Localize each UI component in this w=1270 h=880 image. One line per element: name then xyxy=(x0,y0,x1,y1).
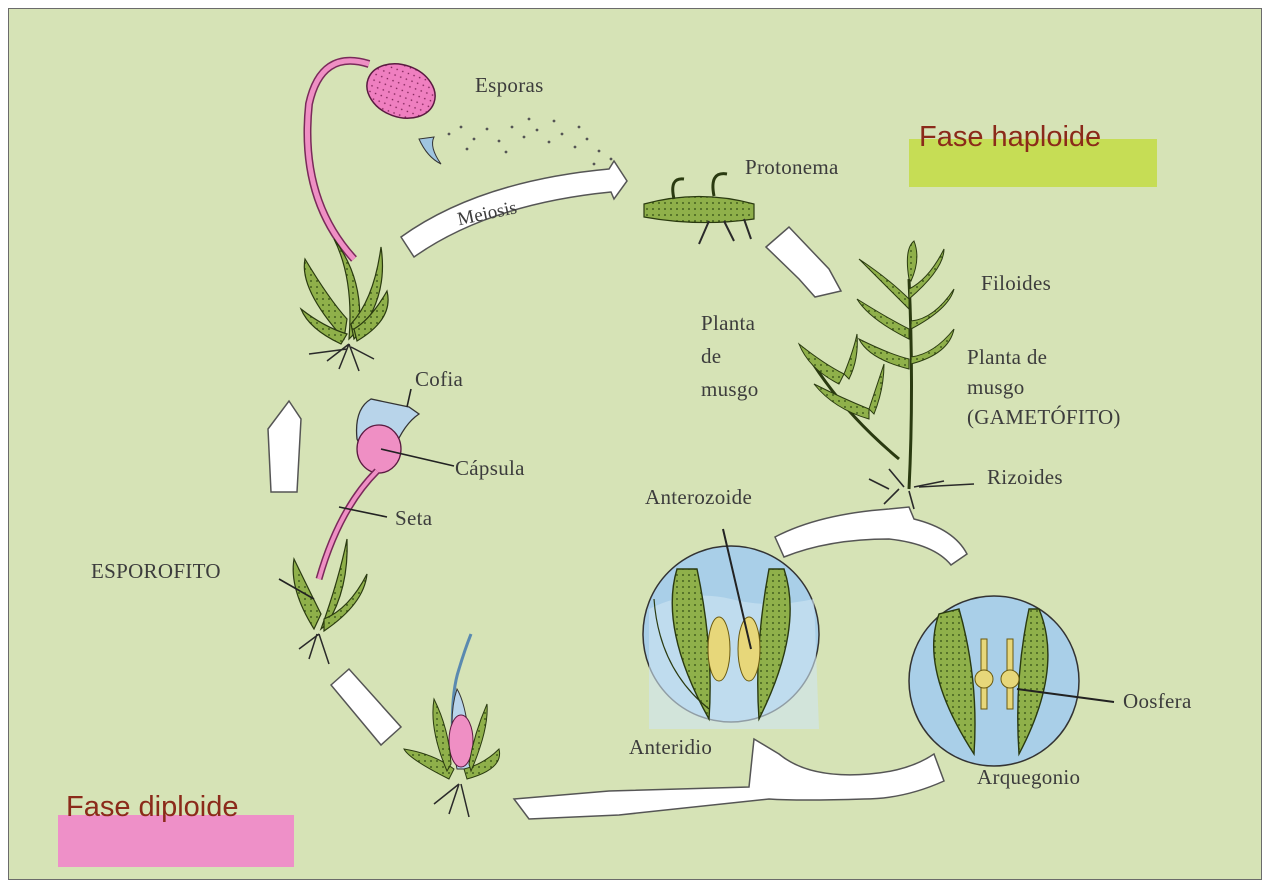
moss-plant-label-line1: Planta xyxy=(701,311,755,335)
fertilization-arrow xyxy=(514,739,944,819)
antheridium-illustration xyxy=(643,529,819,729)
spores xyxy=(448,118,613,166)
gametophyte-label-line3: (GAMETÓFITO) xyxy=(967,405,1121,429)
haploid-phase-label: Fase haploide xyxy=(919,121,1101,154)
protonema-label: Protonema xyxy=(745,155,839,179)
antheridium-label: Anteridio xyxy=(629,735,712,759)
gametophyte-label-line2: musgo xyxy=(967,375,1025,399)
moss-plant-label-line3: musgo xyxy=(701,377,759,401)
diagram-frame: Meiosis xyxy=(8,8,1262,880)
sporophyte-to-mature-arrow xyxy=(268,401,301,492)
antherozoid-label: Anterozoide xyxy=(645,485,752,509)
zygote-to-sporophyte-arrow xyxy=(331,669,401,745)
protonema-to-plant-arrow xyxy=(766,227,841,297)
diploid-phase-label: Fase diploide xyxy=(66,791,239,824)
capsule-label: Cápsula xyxy=(455,456,525,480)
phylloids-label: Filoides xyxy=(981,271,1051,295)
archegonium-label: Arquegonio xyxy=(977,765,1080,789)
rhizoids-label: Rizoides xyxy=(987,465,1063,489)
moss-plant-label-line2: de xyxy=(701,344,721,368)
embryo-sporophyte xyxy=(404,634,500,817)
sporophyte-label: ESPOROFITO xyxy=(91,559,221,583)
calyptra-label: Cofia xyxy=(415,367,463,391)
oosphere-label: Oosfera xyxy=(1123,689,1192,713)
plant-to-gametangia-arrow xyxy=(775,507,967,565)
seta-label: Seta xyxy=(395,506,432,530)
gametophyte-label-line1: Planta de xyxy=(967,345,1047,369)
mature-sporophyte xyxy=(301,55,443,371)
cycle-arrows xyxy=(268,161,967,819)
archegonium-illustration xyxy=(909,596,1114,766)
spores-label: Esporas xyxy=(475,73,544,97)
protonema xyxy=(644,174,754,244)
